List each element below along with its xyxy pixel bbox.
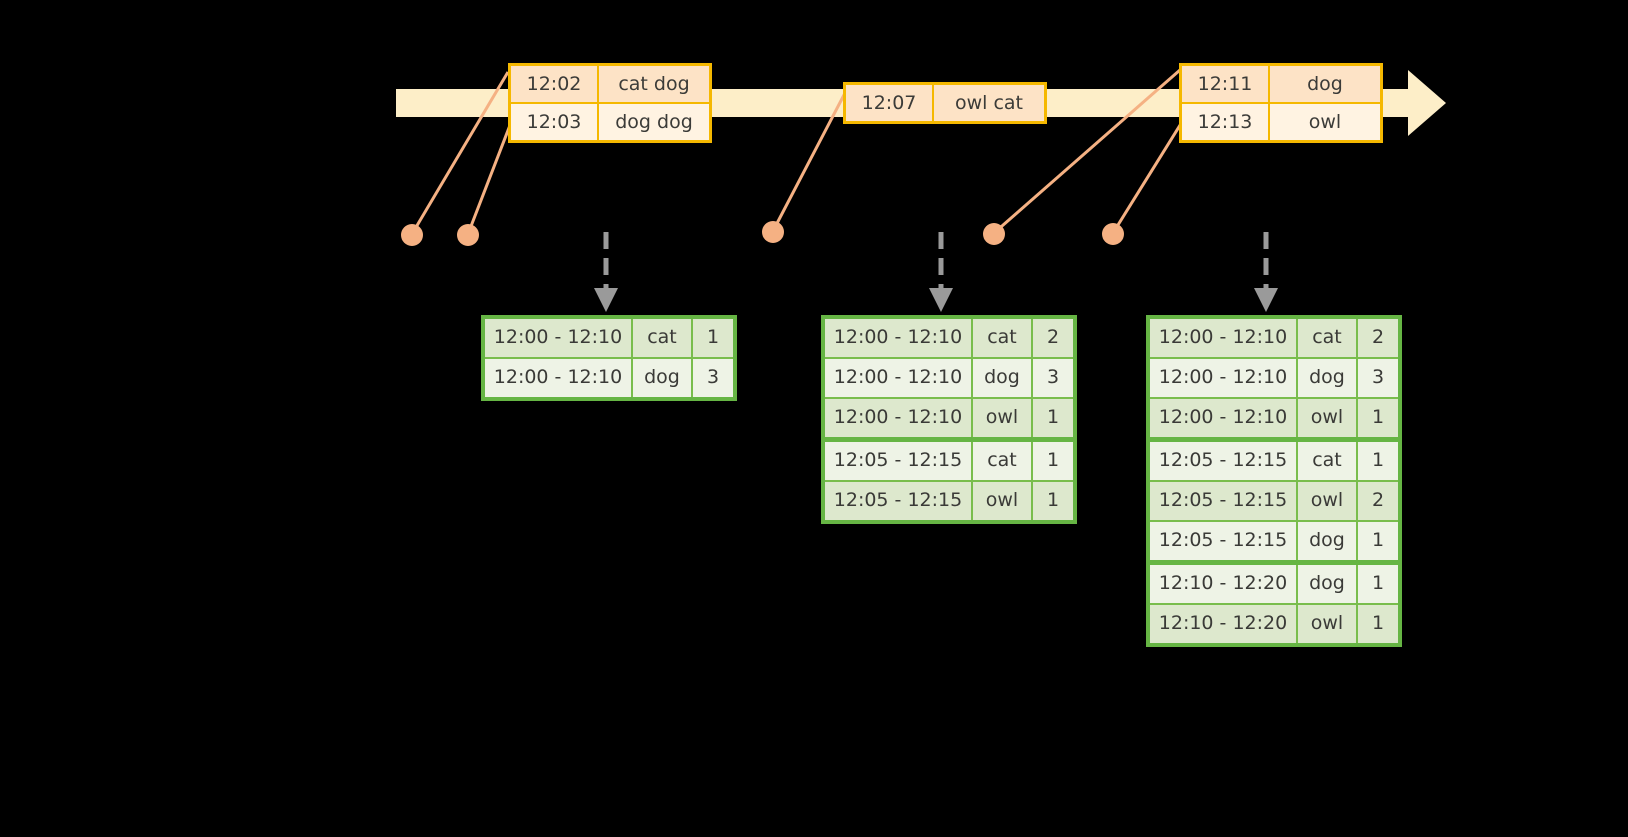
cell-count: 1 [1371, 572, 1385, 594]
cell-word: cat [1298, 319, 1358, 357]
cell-word: cat [973, 319, 1033, 357]
connector-dot [762, 221, 784, 243]
cell-count: 1 [1046, 489, 1060, 511]
cell-word: cat [973, 442, 1033, 480]
cell-word: cat [633, 319, 693, 357]
cell-word: owl [973, 399, 1033, 437]
event-time: 12:07 [846, 85, 934, 121]
event-words: dog [1307, 73, 1343, 95]
cell-word: dog [633, 359, 693, 397]
event-group-b[interactable]: 12:07 owl cat [843, 82, 1047, 124]
cell-count: 1 [1046, 449, 1060, 471]
cell-word: owl [1298, 399, 1358, 437]
cell-count: 1 [1371, 449, 1385, 471]
cell-word: owl [1298, 605, 1358, 643]
cell-word: dog [973, 359, 1033, 397]
cell-window: 12:00 - 12:10 [485, 359, 633, 397]
cell-word: owl [1298, 482, 1358, 520]
event-time: 12:02 [511, 66, 599, 102]
cell-window: 12:00 - 12:10 [1150, 399, 1298, 437]
cell-word: cat [1298, 442, 1358, 480]
cell-word: dog [1298, 359, 1358, 397]
cell-window: 12:00 - 12:10 [825, 319, 973, 357]
cell-window: 12:00 - 12:10 [825, 399, 973, 437]
cell-count: 2 [1046, 326, 1060, 348]
cell-window: 12:05 - 12:15 [825, 482, 973, 520]
timeline-arrow-icon [1408, 70, 1446, 136]
event-group-a[interactable]: 12:02 cat dog 12:03 dog dog [508, 63, 712, 143]
event-row[interactable]: 12:11 dog [1182, 66, 1380, 102]
event-words: cat dog [618, 73, 690, 95]
cell-window: 12:00 - 12:10 [1150, 319, 1298, 357]
connector-dot [457, 224, 479, 246]
cell-count: 3 [706, 366, 720, 388]
cell-word: owl [973, 482, 1033, 520]
event-row[interactable]: 12:03 dog dog [511, 102, 709, 140]
event-words: dog dog [615, 111, 693, 133]
cell-count: 3 [1371, 366, 1385, 388]
cell-count: 1 [1371, 612, 1385, 634]
connector-dot [1102, 223, 1124, 245]
cell-count: 1 [1371, 529, 1385, 551]
cell-count: 2 [1371, 489, 1385, 511]
cell-count: 1 [1046, 406, 1060, 428]
cell-window: 12:10 - 12:20 [1150, 565, 1298, 603]
cell-word: dog [1298, 565, 1358, 603]
event-row[interactable]: 12:02 cat dog [511, 66, 709, 102]
connector-dot [983, 223, 1005, 245]
connector-dot [401, 224, 423, 246]
cell-window: 12:10 - 12:20 [1150, 605, 1298, 643]
event-row[interactable]: 12:13 owl [1182, 102, 1380, 140]
cell-count: 2 [1371, 326, 1385, 348]
event-words: owl [1308, 111, 1342, 133]
event-row[interactable]: 12:07 owl cat [846, 85, 1044, 121]
cell-window: 12:05 - 12:15 [1150, 522, 1298, 560]
event-words: owl cat [954, 92, 1024, 114]
cell-window: 12:05 - 12:15 [1150, 442, 1298, 480]
cell-count: 1 [1371, 406, 1385, 428]
event-time: 12:13 [1182, 104, 1270, 140]
cell-window: 12:00 - 12:10 [825, 359, 973, 397]
cell-window: 12:00 - 12:10 [485, 319, 633, 357]
cell-count: 1 [706, 326, 720, 348]
event-group-c[interactable]: 12:11 dog 12:13 owl [1179, 63, 1383, 143]
cell-window: 12:05 - 12:15 [825, 442, 973, 480]
cell-window: 12:00 - 12:10 [1150, 359, 1298, 397]
cell-word: dog [1298, 522, 1358, 560]
event-time: 12:03 [511, 104, 599, 140]
event-time: 12:11 [1182, 66, 1270, 102]
cell-count: 3 [1046, 366, 1060, 388]
cell-window: 12:05 - 12:15 [1150, 482, 1298, 520]
